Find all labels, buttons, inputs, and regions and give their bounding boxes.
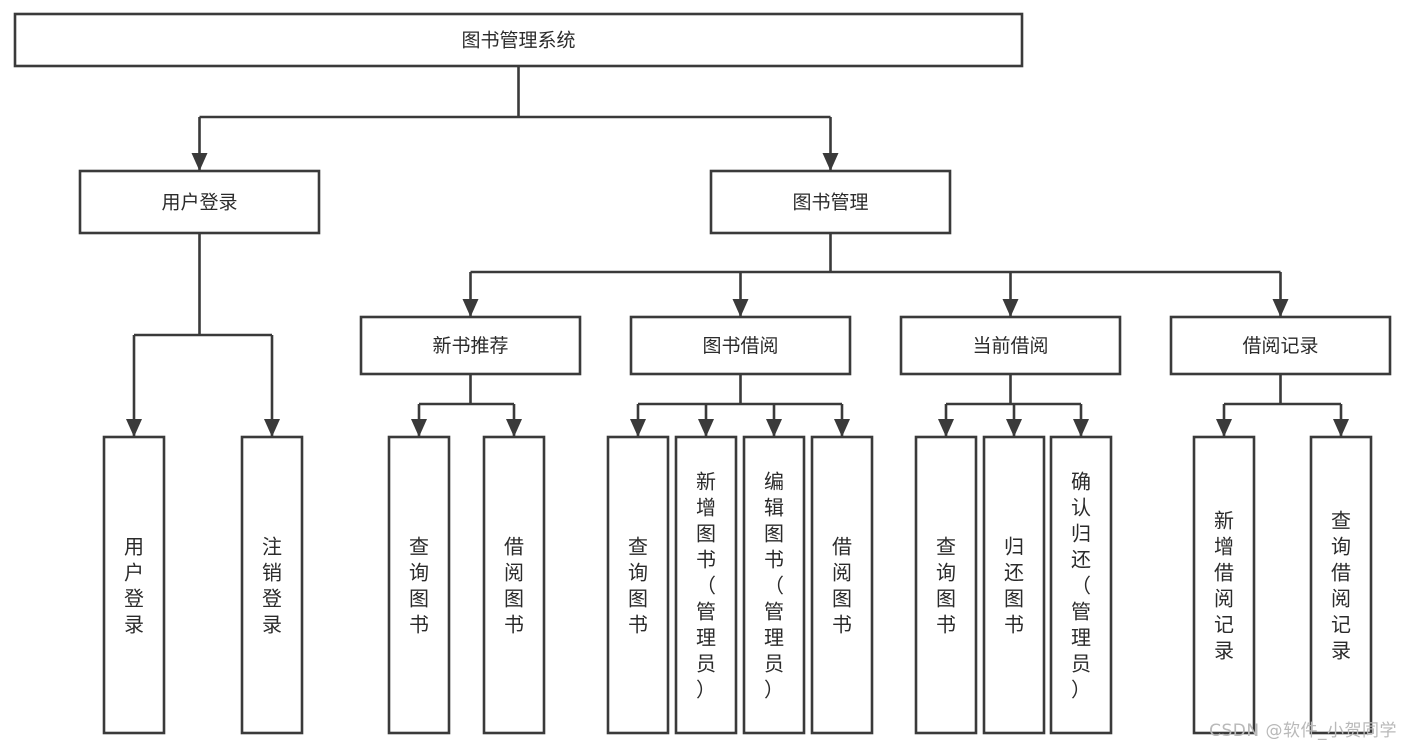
node-box (674, 435, 738, 735)
arrow-head-icon (506, 419, 522, 437)
arrow-head-icon (938, 419, 954, 437)
node-label: 图书管理系统 (461, 30, 575, 52)
node-c2[interactable]: 归还图书 (982, 435, 1046, 735)
node-box (810, 435, 874, 735)
node-r1[interactable]: 新增借阅记录 (1192, 435, 1256, 735)
arrow-head-icon (822, 153, 839, 171)
node-label: 当前借阅 (972, 335, 1048, 357)
node-label: 新增借阅记录 (1214, 508, 1234, 662)
node-layer: 图书管理系统用户登录图书管理新书推荐图书借阅当前借阅借阅记录用户登录注销登录查询… (13, 12, 1392, 735)
node-box (982, 435, 1046, 735)
node-box (240, 435, 304, 735)
arrow-head-icon (766, 419, 782, 437)
node-box (102, 435, 166, 735)
arrow-head-icon (1073, 419, 1089, 437)
node-label: 查询图书 (936, 534, 956, 636)
node-label: 借阅记录 (1242, 335, 1318, 357)
arrow-head-icon (1002, 299, 1019, 317)
node-label: 用户登录 (161, 192, 237, 214)
node-box (914, 435, 978, 735)
arrow-head-icon (1333, 419, 1349, 437)
arrow-head-icon (1216, 419, 1232, 437)
node-l2[interactable]: 注销登录 (240, 435, 304, 735)
node-label: 借阅图书 (832, 534, 852, 636)
node-login[interactable]: 用户登录 (78, 169, 321, 235)
node-box (742, 435, 806, 735)
arrow-head-icon (1006, 419, 1022, 437)
node-box (606, 435, 670, 735)
node-box (359, 315, 582, 376)
node-root[interactable]: 图书管理系统 (13, 12, 1024, 68)
node-n2[interactable]: 借阅图书 (482, 435, 546, 735)
node-label: 归还图书 (1004, 534, 1024, 636)
node-box (13, 12, 1024, 68)
node-newbook[interactable]: 新书推荐 (359, 315, 582, 376)
node-borrow[interactable]: 图书借阅 (629, 315, 852, 376)
arrow-head-icon (126, 419, 142, 437)
arrow-head-icon (630, 419, 646, 437)
node-c1[interactable]: 查询图书 (914, 435, 978, 735)
node-b4[interactable]: 借阅图书 (810, 435, 874, 735)
node-label: 查询图书 (409, 534, 429, 636)
node-box (629, 315, 852, 376)
node-label: 用户登录 (124, 534, 144, 636)
node-box (78, 169, 321, 235)
arrow-head-icon (191, 153, 208, 171)
node-label: 图书借阅 (702, 335, 778, 357)
connector-layer (126, 66, 1349, 437)
node-label: 图书管理 (792, 192, 868, 214)
node-label: 注销登录 (262, 534, 282, 636)
node-box (1192, 435, 1256, 735)
watermark-label: CSDN @软件_小贺同学 (1209, 721, 1397, 741)
node-records[interactable]: 借阅记录 (1169, 315, 1392, 376)
node-label: 确认归还（管理员） (1071, 469, 1091, 701)
arrow-head-icon (411, 419, 427, 437)
node-label: 借阅图书 (504, 534, 524, 636)
node-box (1169, 315, 1392, 376)
node-box (1049, 435, 1113, 735)
node-box (387, 435, 451, 735)
arrow-head-icon (264, 419, 280, 437)
node-box (482, 435, 546, 735)
node-label: 新书推荐 (432, 335, 508, 357)
arrow-head-icon (698, 419, 714, 437)
node-b3[interactable]: 编辑图书（管理员） (742, 435, 806, 735)
arrow-head-icon (462, 299, 479, 317)
node-c3[interactable]: 确认归还（管理员） (1049, 435, 1113, 735)
node-box (709, 169, 952, 235)
node-label: 查询图书 (628, 534, 648, 636)
node-box (899, 315, 1122, 376)
node-label: 编辑图书（管理员） (764, 469, 784, 701)
node-b1[interactable]: 查询图书 (606, 435, 670, 735)
node-box (1309, 435, 1373, 735)
arrow-head-icon (732, 299, 749, 317)
node-n1[interactable]: 查询图书 (387, 435, 451, 735)
arrow-head-icon (834, 419, 850, 437)
node-l1[interactable]: 用户登录 (102, 435, 166, 735)
node-r2[interactable]: 查询借阅记录 (1309, 435, 1373, 735)
arrow-head-icon (1272, 299, 1289, 317)
node-b2[interactable]: 新增图书（管理员） (674, 435, 738, 735)
node-bookmgmt[interactable]: 图书管理 (709, 169, 952, 235)
node-label: 查询借阅记录 (1331, 508, 1351, 662)
node-current[interactable]: 当前借阅 (899, 315, 1122, 376)
node-label: 新增图书（管理员） (696, 469, 716, 701)
